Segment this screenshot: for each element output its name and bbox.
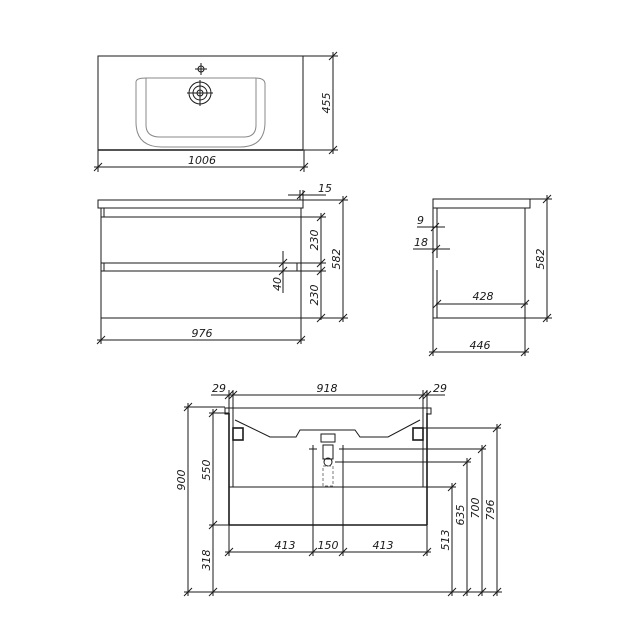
dim-side-right: 29: [433, 382, 447, 395]
basin-outer: [135, 77, 266, 148]
dim-inner-width: 918: [317, 382, 338, 395]
dim-gap: 40: [271, 277, 284, 291]
dim-9: 9: [417, 214, 424, 227]
side-view: 9 18 428 446 582: [413, 194, 552, 357]
dim-depth: 455: [320, 93, 333, 114]
dim-513: 513: [439, 530, 452, 551]
dim-total-depth: 446: [470, 339, 491, 352]
dim-796: 796: [484, 500, 497, 521]
dim-side-height: 582: [534, 249, 547, 270]
side-countertop: [432, 198, 531, 209]
installation-view: 29 918 29 900 550 318 413 150 413 513 63…: [175, 382, 502, 597]
front-view: 15 230 230 40 582 976: [96, 182, 348, 345]
right-bracket-icon: [412, 427, 424, 441]
drain-icon: [187, 80, 213, 106]
dim-total-height: 900: [175, 470, 188, 491]
faucet-hole-icon: [195, 63, 207, 75]
dim-floor-clearance: 318: [200, 550, 213, 571]
dim-side-left: 29: [212, 382, 226, 395]
dim-700: 700: [469, 498, 482, 519]
dim-18: 18: [414, 236, 428, 249]
dim-top-thickness: 15: [318, 182, 332, 195]
dim-total-height: 582: [330, 249, 343, 270]
dim-width: 1006: [188, 154, 216, 167]
dim-right-offset: 413: [373, 539, 394, 552]
dim-drawer-top: 230: [308, 230, 321, 251]
basin-inner: [145, 78, 257, 138]
left-bracket-icon: [232, 427, 244, 441]
top-view: 455 1006: [93, 51, 338, 172]
dim-drawer-bottom: 230: [308, 285, 321, 306]
dim-cabinet-height: 550: [200, 460, 213, 481]
dim-inner-depth: 428: [473, 290, 494, 303]
siphon-icon: [309, 433, 347, 487]
dim-635: 635: [454, 505, 467, 526]
dim-cabinet-width: 976: [192, 327, 213, 340]
dim-pipe-spacing: 150: [318, 539, 339, 552]
dim-left-offset: 413: [275, 539, 296, 552]
basin-profile: [234, 419, 421, 438]
countertop: [97, 199, 304, 209]
